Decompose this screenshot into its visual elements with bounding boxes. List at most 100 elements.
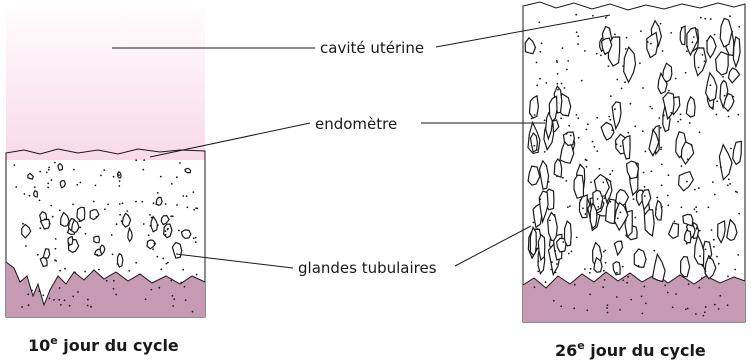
stroma-dot — [584, 50, 586, 52]
stroma-dot — [645, 303, 647, 305]
stroma-dot — [553, 300, 555, 302]
stroma-dot — [701, 277, 703, 279]
gland — [94, 236, 100, 242]
stroma-dot — [702, 54, 704, 56]
stroma-dot — [590, 268, 592, 270]
stroma-dot — [621, 88, 623, 90]
stroma-dot — [111, 234, 113, 236]
gland — [549, 96, 557, 121]
stroma-dot — [710, 18, 712, 20]
stroma-dot — [695, 313, 697, 315]
stroma-dot — [537, 261, 539, 263]
stroma-dot — [616, 272, 618, 274]
left-tubular-glands — [22, 164, 191, 268]
stroma-dot — [113, 176, 115, 178]
stroma-dot — [633, 198, 635, 200]
stroma-dot — [165, 203, 167, 205]
stroma-dot — [193, 237, 195, 239]
stroma-dot — [162, 258, 164, 260]
stroma-dot — [79, 220, 81, 222]
stroma-dot — [693, 36, 695, 38]
stroma-dot — [699, 230, 701, 232]
stroma-dot — [49, 223, 51, 225]
stroma-dot — [660, 148, 662, 150]
stroma-dot — [685, 72, 687, 74]
stroma-dot — [567, 206, 569, 208]
stroma-dot — [64, 268, 66, 270]
stroma-dot — [47, 187, 49, 189]
stroma-dot — [708, 206, 710, 208]
stroma-dot — [79, 227, 81, 229]
stroma-dot — [609, 201, 611, 203]
gland — [41, 219, 51, 229]
stroma-dot — [714, 34, 716, 36]
stroma-dot — [182, 195, 184, 197]
stroma-dot — [698, 287, 700, 289]
stroma-dot — [620, 211, 622, 213]
stroma-dot — [709, 257, 711, 259]
stroma-dot — [533, 145, 535, 147]
stroma-dot — [716, 165, 718, 167]
gland — [718, 221, 725, 243]
stroma-dot — [609, 119, 611, 121]
stroma-dot — [172, 295, 174, 297]
stroma-dot — [630, 299, 632, 301]
stroma-dot — [627, 132, 629, 134]
stroma-dot — [592, 141, 594, 143]
stroma-dot — [641, 296, 643, 298]
gland — [615, 241, 623, 255]
stroma-dot — [681, 27, 683, 29]
gland — [683, 214, 693, 226]
gland — [719, 145, 732, 180]
stroma-dot — [53, 299, 55, 301]
stroma-dot — [119, 180, 121, 182]
stroma-dot — [576, 114, 578, 116]
stroma-dot — [649, 106, 651, 108]
stroma-dot — [704, 18, 706, 20]
stroma-dot — [48, 167, 50, 169]
gland — [634, 249, 646, 267]
stroma-dot — [39, 200, 41, 202]
gland — [616, 190, 629, 207]
stroma-dot — [176, 204, 178, 206]
stroma-dot — [545, 281, 547, 283]
stroma-dot — [548, 181, 550, 183]
stroma-dot — [534, 286, 536, 288]
stroma-dot — [122, 202, 124, 204]
stroma-dot — [704, 311, 706, 313]
stroma-dot — [58, 299, 60, 301]
stroma-dot — [596, 53, 598, 55]
stroma-dot — [660, 147, 662, 149]
stroma-dot — [562, 177, 564, 179]
stroma-dot — [560, 117, 562, 119]
stroma-dot — [614, 108, 616, 110]
stroma-dot — [642, 130, 644, 132]
stroma-dot — [731, 31, 733, 33]
stroma-dot — [661, 184, 663, 186]
stroma-dot — [545, 82, 547, 84]
gland — [90, 210, 99, 220]
stroma-dot — [167, 228, 169, 230]
stroma-dot — [52, 216, 54, 218]
gland — [644, 210, 654, 236]
stroma-dot — [59, 287, 61, 289]
stroma-dot — [539, 198, 541, 200]
gland — [681, 257, 690, 277]
stroma-dot — [650, 43, 652, 45]
stroma-dot — [680, 119, 682, 121]
stroma-dot — [557, 89, 559, 91]
stroma-dot — [596, 117, 598, 119]
gland — [172, 242, 181, 258]
stroma-dot — [704, 60, 706, 62]
stroma-dot — [84, 271, 86, 273]
stroma-dot — [727, 276, 729, 278]
stroma-dot — [640, 30, 642, 32]
gland — [684, 230, 691, 243]
caption-day-26: 26e jour du cycle — [555, 339, 706, 360]
stroma-dot — [113, 288, 115, 290]
stroma-dot — [149, 225, 151, 227]
stroma-dot — [119, 203, 121, 205]
stroma-dot — [738, 213, 740, 215]
stroma-dot — [118, 174, 120, 176]
stroma-dot — [711, 229, 713, 231]
